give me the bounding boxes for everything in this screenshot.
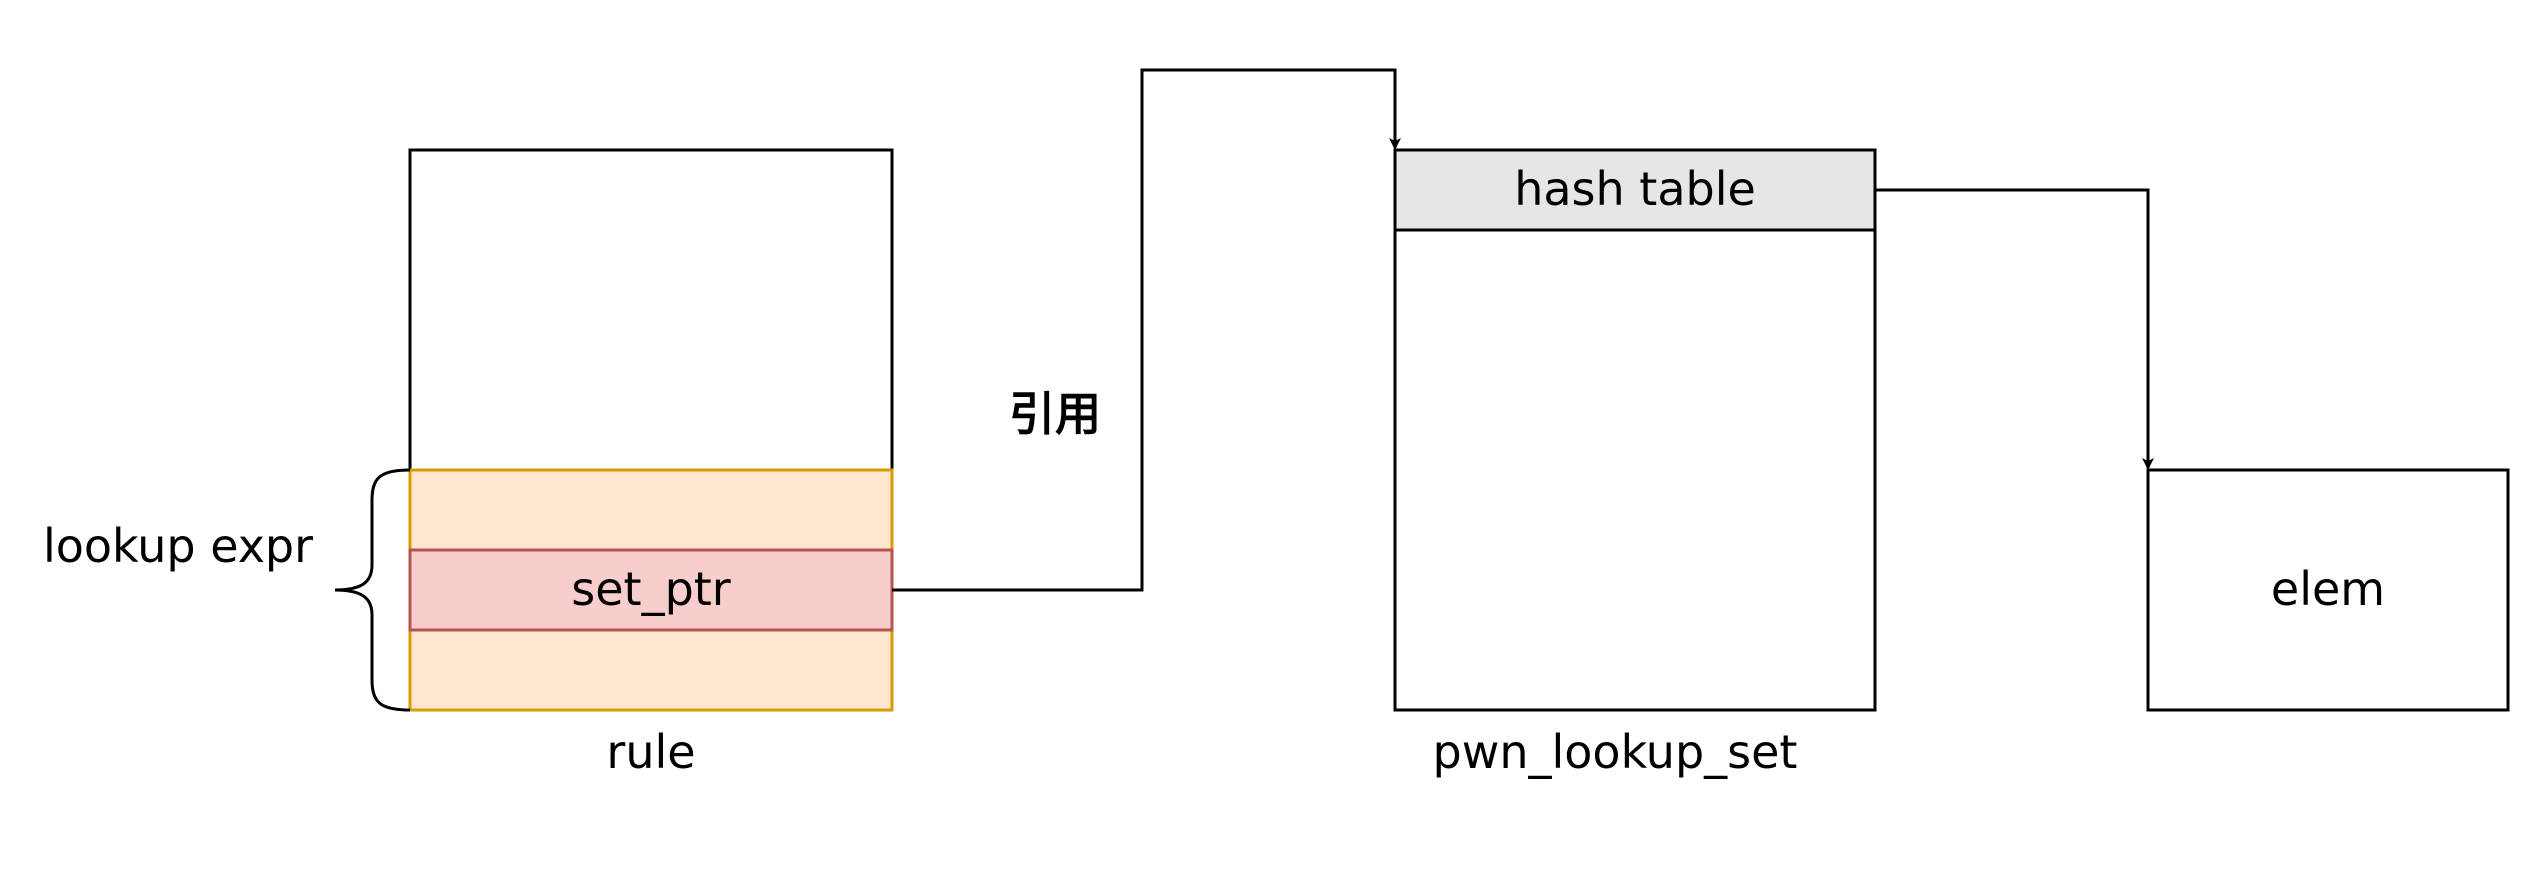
lookup-expr-label: lookup expr	[43, 519, 313, 573]
hash-table-label: hash table	[1514, 162, 1756, 216]
elem-box	[2146, 468, 2510, 712]
reference-label: 引用	[1009, 387, 1101, 441]
pwn-lookup-set-caption: pwn_lookup_set	[1433, 725, 1798, 779]
set-ptr-label: set_ptr	[571, 562, 731, 616]
lookup-expr-brace	[334, 468, 411, 712]
set-ptr-field	[408, 548, 894, 632]
elem-label: elem	[2271, 562, 2385, 616]
hash-to-elem-arrow	[1875, 188, 2154, 470]
reference-arrow	[892, 68, 1401, 592]
pwn-lookup-set-box	[1393, 148, 1877, 712]
rule-caption: rule	[606, 725, 695, 779]
